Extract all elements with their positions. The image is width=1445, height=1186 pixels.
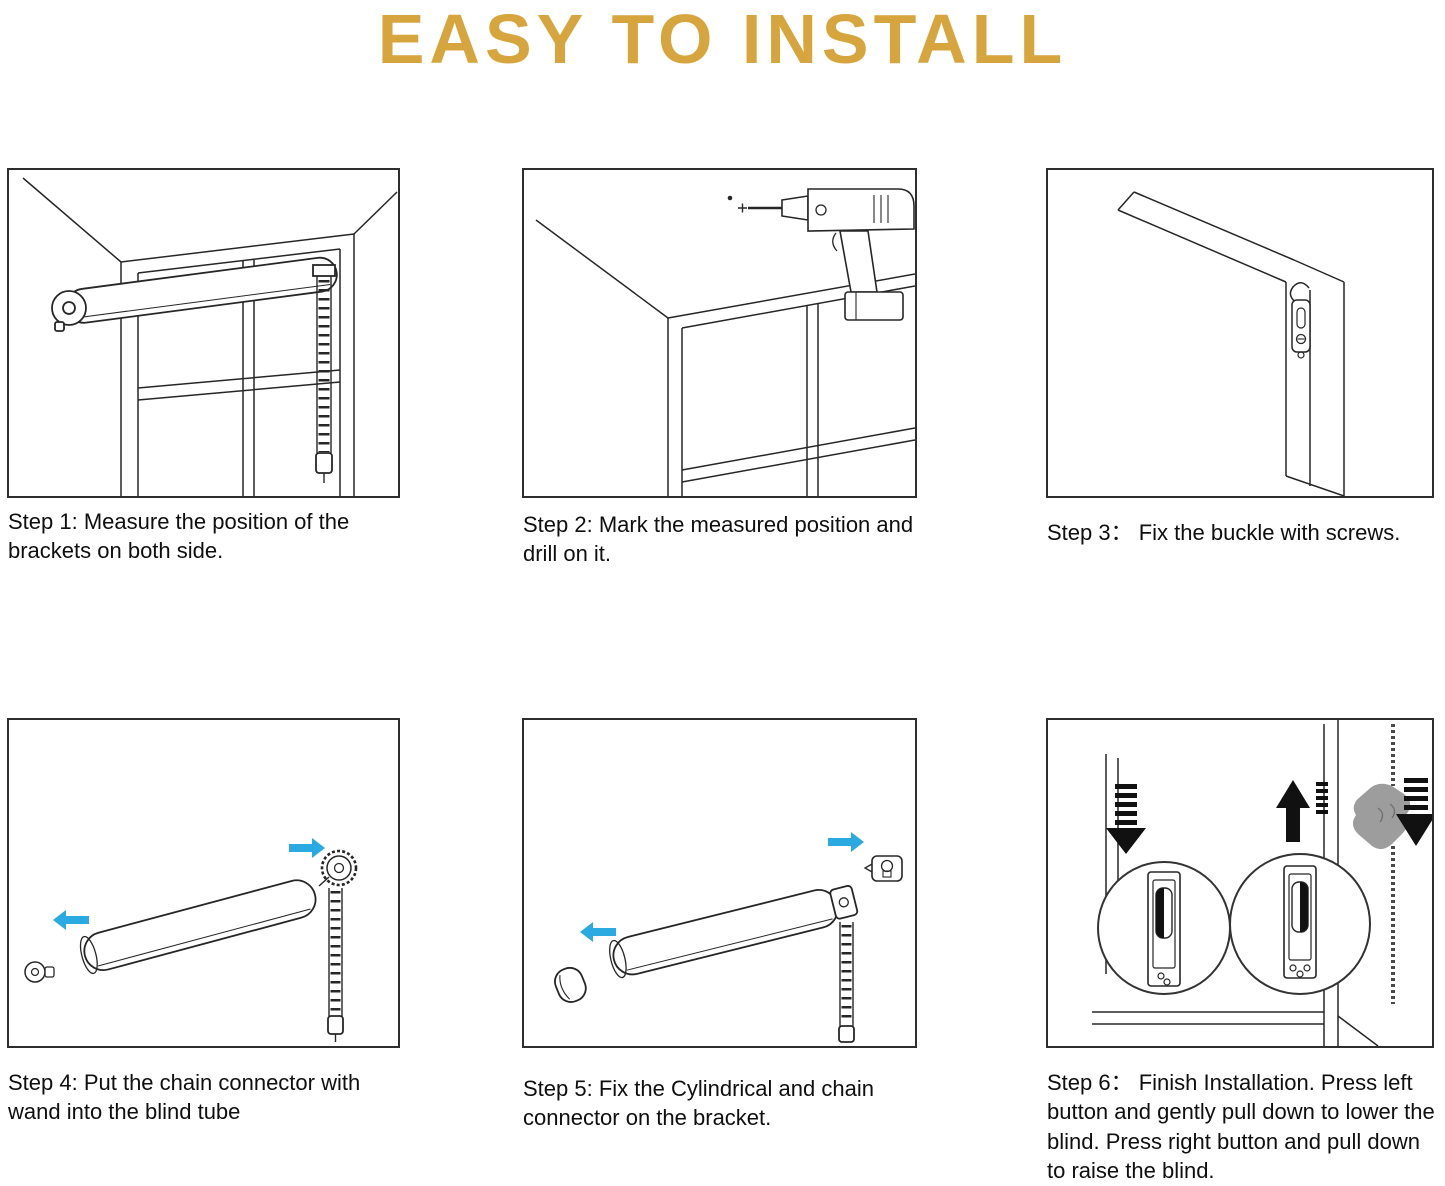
down-arrow-right-icon (1396, 778, 1432, 846)
blind-tube (79, 879, 317, 975)
up-arrow-icon (1276, 780, 1328, 842)
pin-end-plug-icon (24, 961, 55, 983)
step3-caption: Step 3： Fix the buckle with screws. (1047, 520, 1401, 545)
step5-illustration-bracket-mount (554, 832, 903, 1043)
step3-panel (1046, 168, 1434, 498)
left-button-pressed (1156, 888, 1164, 938)
bracket-icon (863, 855, 903, 882)
step2-panel (522, 168, 917, 498)
chain-connector-icon (829, 885, 859, 920)
down-arrow-left-icon (1106, 784, 1146, 854)
blue-arrow-right-icon (828, 832, 864, 852)
step2-caption: Step 2: Mark the measured position and d… (523, 512, 914, 567)
drill-icon (748, 188, 915, 321)
cylindrical-end-cap-icon (554, 966, 587, 1003)
drill-mark-icon (727, 195, 747, 213)
buckle-icon (1289, 282, 1311, 359)
step5-caption: Step 5: Fix the Cylindrical and chain co… (523, 1076, 874, 1131)
chain-wheel-icon (318, 849, 358, 887)
step1-illustration-window-blind (22, 177, 398, 496)
blind-tube (609, 889, 839, 979)
chain-icon (327, 888, 344, 1042)
step2-illustration-drill (535, 188, 915, 496)
step4-caption: Step 4: Put the chain connector with wan… (8, 1070, 361, 1125)
step6-panel (1046, 718, 1434, 1048)
blue-arrow-right-icon (289, 838, 325, 858)
magnifier-right-raise-button (1229, 853, 1371, 995)
step4-panel (7, 718, 400, 1048)
hand-icon (1352, 783, 1411, 850)
page-title: EASY TO INSTALL (377, 0, 1068, 78)
tube-end-cap-icon (51, 290, 87, 332)
chain-icon (312, 264, 336, 483)
step6-caption: Step 6： Finish Installation. Press left … (1047, 1070, 1435, 1184)
step1-caption: Step 1: Measure the position of the brac… (8, 509, 350, 564)
window-frame (22, 177, 398, 496)
chain-icon (838, 922, 855, 1043)
step1-panel (7, 168, 400, 498)
step5-panel (522, 718, 917, 1048)
step4-illustration-chain-connector (24, 838, 358, 1042)
blue-arrow-left-icon (580, 922, 616, 942)
step6-illustration-finish (1092, 720, 1432, 1046)
right-button-pressed (1300, 882, 1308, 932)
magnifier-left-lower-button (1097, 861, 1231, 995)
step3-illustration-buckle (1117, 191, 1345, 496)
blue-arrow-left-icon (53, 910, 89, 930)
